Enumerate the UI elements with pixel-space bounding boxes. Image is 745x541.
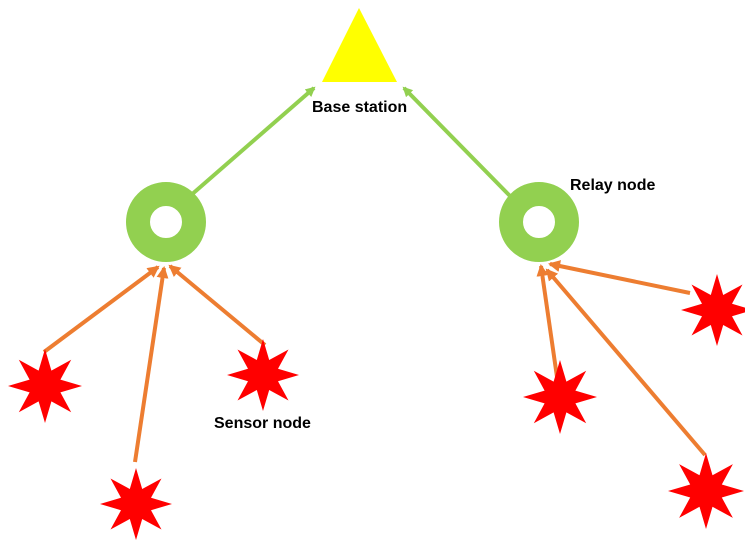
relay-node-right bbox=[499, 182, 579, 262]
link-sensor-1-to-relay-left bbox=[42, 265, 160, 354]
link-sensor-5-to-relay-right bbox=[548, 260, 691, 295]
link-sensor-4-to-relay-right bbox=[536, 264, 559, 378]
sensor-node-label: Sensor node bbox=[214, 415, 311, 432]
link-sensor-6-to-relay-right bbox=[545, 268, 707, 457]
sensor-node-1 bbox=[8, 349, 82, 423]
sensor-node-3 bbox=[227, 339, 299, 411]
link-sensor-3-to-relay-left bbox=[168, 264, 267, 347]
sensor-node-2 bbox=[100, 468, 172, 540]
relay-node-label: Relay node bbox=[570, 177, 655, 194]
base-station-triangle bbox=[322, 8, 397, 82]
relay-node-left bbox=[126, 182, 206, 262]
link-relay-right-to-base bbox=[402, 86, 512, 198]
sensor-node-5 bbox=[681, 274, 745, 346]
link-sensor-2-to-relay-left bbox=[133, 266, 169, 463]
sensor-to-relay-links bbox=[42, 260, 707, 463]
relay-to-base-links bbox=[188, 86, 512, 198]
sensor-node-4 bbox=[523, 360, 597, 434]
base-station-label: Base station bbox=[312, 99, 407, 116]
sensor-node-6 bbox=[668, 453, 744, 529]
link-relay-left-to-base bbox=[188, 86, 316, 198]
